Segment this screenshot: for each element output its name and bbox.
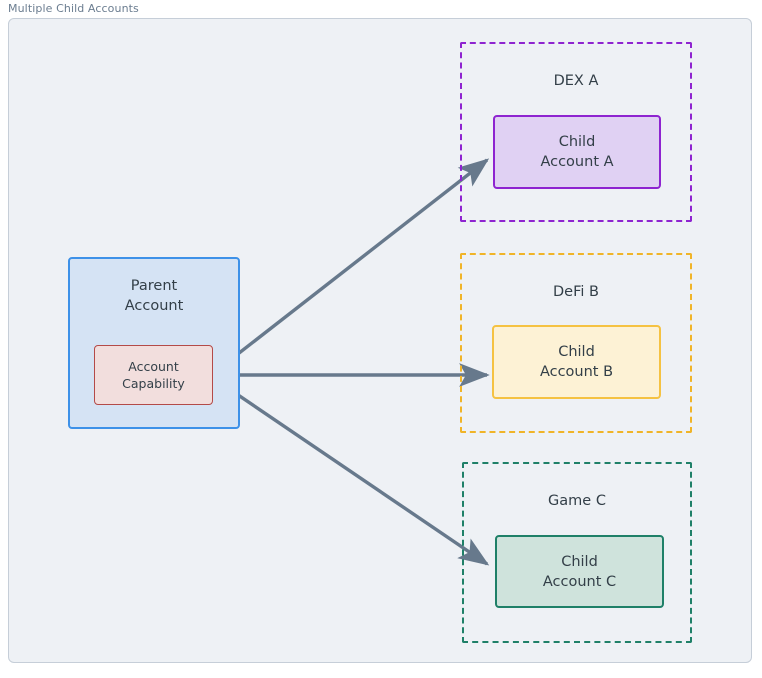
cluster-dex-a-label: DEX A (553, 73, 599, 89)
parent-account-label-line2: Account (124, 298, 184, 314)
cluster-game-c-label: Game C (548, 493, 606, 509)
child-account-a-label-line1: Child (558, 134, 596, 150)
node-child-account-b[interactable]: Child Account B (492, 325, 661, 399)
child-account-a-label-line2: Account A (540, 154, 614, 170)
child-account-c-label-line1: Child (561, 553, 598, 570)
child-account-c-label-line2: Account C (542, 573, 617, 590)
node-child-account-c[interactable]: Child Account C (495, 535, 664, 608)
node-child-account-a[interactable]: Child Account A (493, 115, 661, 189)
cluster-game-c: Game C (462, 462, 692, 643)
node-account-capability[interactable]: Account Capability (94, 345, 213, 405)
account-capability-label-line2: Capability (122, 376, 185, 391)
cluster-defi-b-label: DeFi B (553, 284, 599, 300)
child-account-b-label-line2: Account B (539, 364, 614, 380)
cluster-defi-b: DeFi B (460, 253, 692, 433)
parent-account-label-line1: Parent (130, 278, 178, 294)
account-capability-label-line1: Account (128, 359, 179, 374)
child-account-b-label-line1: Child (558, 344, 595, 360)
cluster-dex-a: DEX A (460, 42, 692, 222)
diagram-title: Multiple Child Accounts (8, 2, 139, 15)
